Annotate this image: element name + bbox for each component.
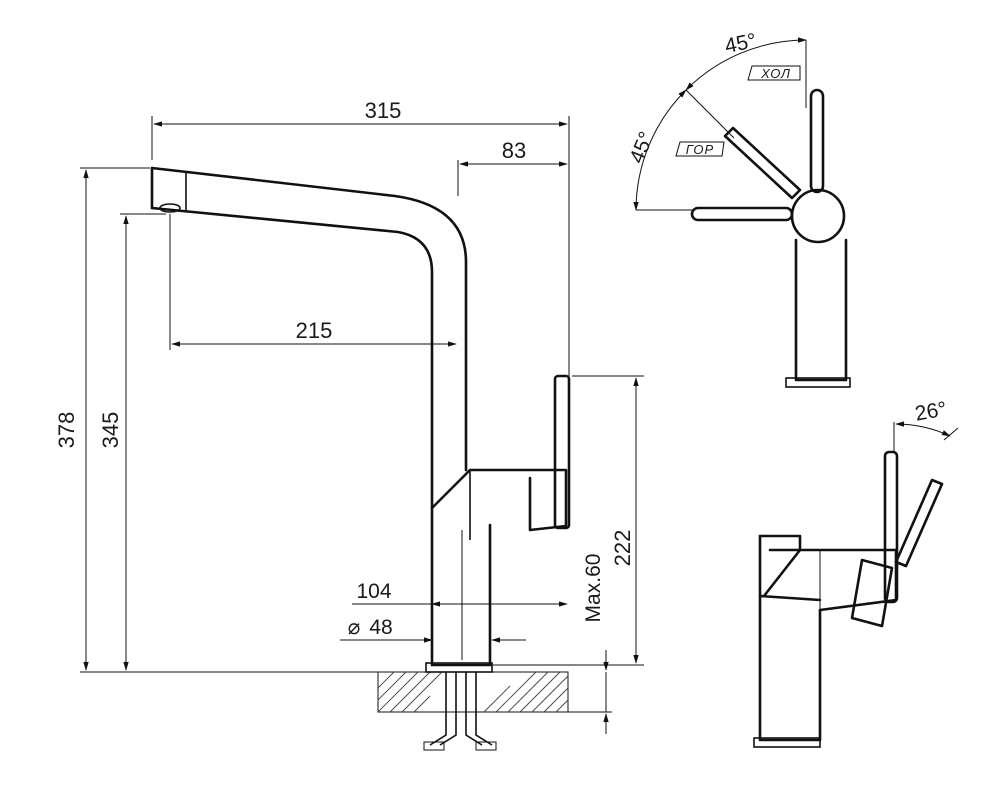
faucet-body — [150, 166, 571, 751]
rotation-view: 45° 45° ХОЛ ГОР — [625, 29, 851, 388]
dim-overall-width-label: 315 — [365, 98, 402, 123]
cold-label: ХОЛ — [760, 66, 791, 81]
diameter-symbol: ⌀ — [348, 616, 361, 639]
dim-lever-offset-label: 83 — [502, 138, 526, 163]
dim-lever-height: 222 — [492, 375, 644, 666]
dim-overall-height-label: 378 — [54, 412, 79, 449]
dim-base-diameter-label: 48 — [369, 616, 392, 639]
dim-base-width: 104 — [352, 580, 568, 607]
dim-overall-width: 315 — [151, 98, 570, 376]
dim-base-width-label: 104 — [356, 580, 391, 603]
dim-overall-height: 378 — [54, 167, 378, 673]
dim-counter-thickness: Max.60 — [568, 554, 612, 734]
dim-lever-height-label: 222 — [610, 530, 635, 567]
dim-base-diameter: ⌀ 48 — [340, 616, 526, 643]
dim-counter-thickness-label: Max.60 — [582, 554, 605, 623]
front-view: 315 83 378 345 215 — [54, 98, 644, 751]
tilt-view: 26° — [753, 398, 959, 748]
dim-spout-reach-label: 215 — [296, 318, 333, 343]
dim-spout-height-label: 345 — [98, 412, 123, 449]
dim-spout-reach: 215 — [169, 214, 457, 350]
dim-lever-offset: 83 — [457, 138, 568, 196]
countertop-section — [377, 671, 569, 713]
angle-tilt-label: 26° — [913, 398, 948, 426]
hot-label: ГОР — [686, 142, 714, 157]
dim-spout-height: 345 — [98, 213, 166, 671]
angle-cold-label: 45° — [723, 29, 759, 58]
